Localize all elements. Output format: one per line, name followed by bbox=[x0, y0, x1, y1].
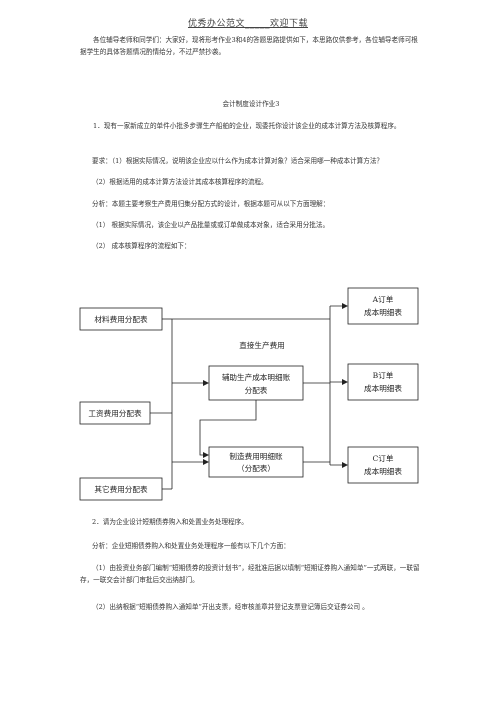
order-a-title: A订单 bbox=[372, 294, 394, 304]
requirement-2: （2）根据适用的成本计算方法设计其成本核算程序的流程。 bbox=[92, 178, 268, 186]
order-b-subtitle: 成本明细表 bbox=[364, 383, 402, 393]
question-1: 1．现有一家新成立的单件小批多步骤生产船舶的企业，现委托你设计该企业的成本计算方… bbox=[93, 122, 401, 130]
order-c-title: C订单 bbox=[373, 453, 394, 463]
page-header: 优秀办公范文_____欢迎下载 bbox=[187, 19, 308, 29]
aux-production-label: 辅助生产成本明细账 bbox=[222, 372, 291, 382]
aux-to-mfg-arrow bbox=[199, 400, 257, 458]
intro-paragraph: 各位辅导老师和同学们：大家好，现将形考作业3和4的答题思路提供如下，本思路仅供参… bbox=[80, 36, 418, 56]
answer-2: （2） 成本核算程序的流程如下： bbox=[92, 242, 191, 250]
mfg-distribution-label: （分配表） bbox=[237, 463, 275, 473]
order-a-subtitle: 成本明细表 bbox=[364, 307, 402, 317]
direct-cost-label: 直接生产费用 bbox=[239, 340, 285, 350]
aux-distribution-label: 分配表 bbox=[245, 385, 268, 395]
order-c-box bbox=[347, 446, 419, 484]
step-2: （2）出纳根据“短期债券购入通知单”开出支票，经审核盖章并登记支票登记簿后交证券… bbox=[92, 603, 369, 611]
order-c-subtitle: 成本明细表 bbox=[364, 466, 402, 476]
question-2: 2．请为企业设计短期债券购入和处置业务处理程序。 bbox=[92, 518, 248, 526]
mfg-overhead-label: 制造费用明细账 bbox=[229, 451, 283, 461]
other-cost-label: 其它费用分配表 bbox=[94, 484, 148, 494]
order-a-box bbox=[347, 287, 419, 325]
analysis-1: 分析：本题主要考察生产费用归集分配方式的设计，根据本题可从以下方面理解： bbox=[92, 200, 330, 208]
material-cost-label: 材料费用分配表 bbox=[94, 314, 148, 324]
order-b-title: B订单 bbox=[373, 370, 394, 380]
step-1: （1）由投资业务部门编制“短期债券的投资计划书”，经批准后据以填制“短期证券购入… bbox=[80, 564, 420, 584]
aux-production-box bbox=[208, 365, 304, 401]
question-2-analysis: 分析：企业短期债券购入和处置业务处理程序一般有以下几个方面： bbox=[92, 542, 290, 550]
document-title: 会计制度设计作业3 bbox=[222, 100, 280, 108]
requirement-1: 要求：（1）根据实际情况，说明该企业应以什么作为成本计算对象？适合采用哪一种成本… bbox=[92, 157, 384, 165]
order-b-box bbox=[347, 363, 419, 401]
wage-cost-label: 工资费用分配表 bbox=[88, 408, 142, 418]
answer-1: （1） 根据实际情况，该企业以产品批量或或订单做成本对象，适合采用分批法。 bbox=[92, 221, 330, 229]
